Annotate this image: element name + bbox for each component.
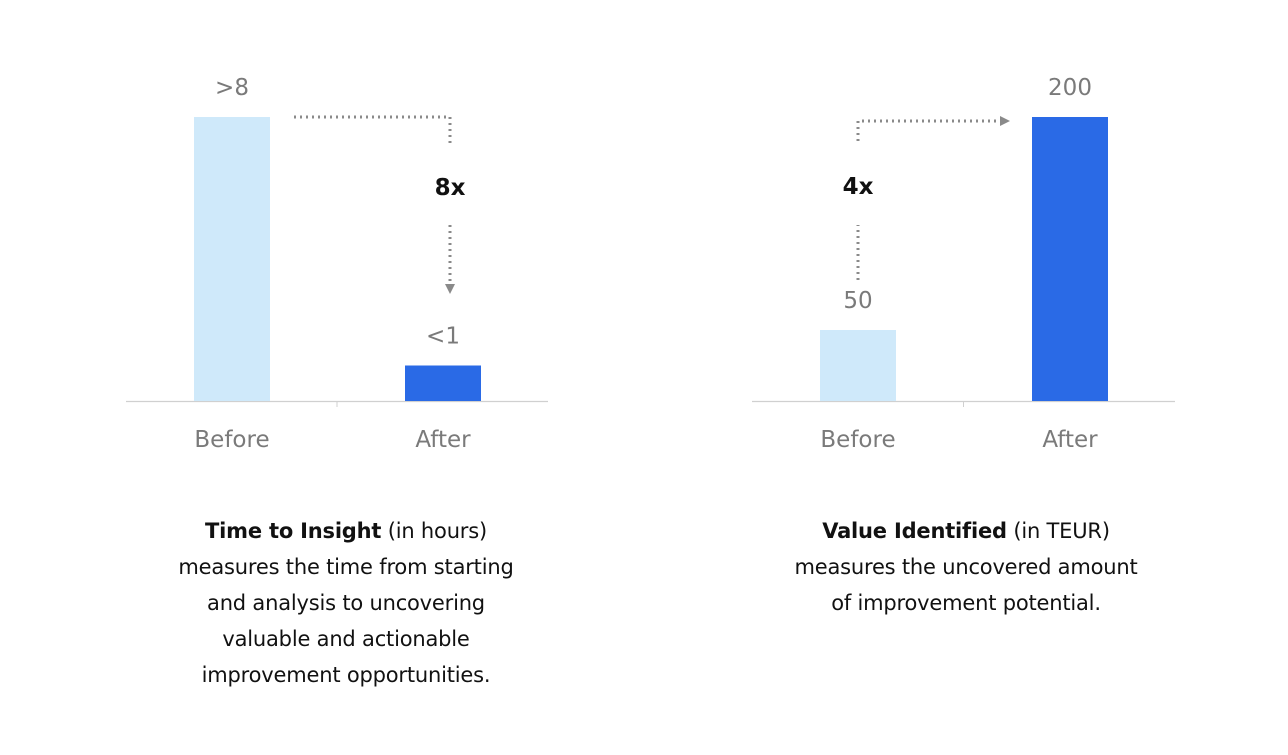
time-to-insight-tick-label-after: After [415, 427, 471, 453]
time-to-insight-bar-before [194, 117, 270, 401]
time-to-insight-data-label-before: >8 [215, 75, 249, 101]
time-to-insight-tick-label-before: Before [194, 427, 269, 453]
value-identified-factor-label: 4x [843, 174, 874, 200]
value-identified-heading: Value Identified (in TEUR) [736, 513, 1196, 549]
value-identified-caption: Value Identified (in TEUR) measures the … [736, 513, 1196, 621]
value-identified-tick-label-before: Before [820, 427, 895, 453]
value-identified-tick-label-after: After [1042, 427, 1098, 453]
time-to-insight-caption: Time to Insight (in hours) measures the … [126, 513, 566, 693]
value-identified-title: Value Identified [822, 519, 1007, 543]
time-to-insight-desc-line-2: and analysis to uncovering [207, 591, 485, 615]
time-to-insight-connector-arrow-top [294, 115, 452, 147]
value-identified-desc-line-1: measures the uncovered amount [794, 555, 1138, 579]
value-identified-data-label-before: 50 [843, 288, 872, 314]
time-to-insight-data-label-after: <1 [426, 324, 460, 350]
time-to-insight-desc-line-3: valuable and actionable [222, 627, 470, 651]
time-to-insight-heading: Time to Insight (in hours) [126, 513, 566, 549]
time-to-insight-desc-line-1: measures the time from starting [178, 555, 514, 579]
value-identified-unit: (in TEUR) [1013, 519, 1110, 543]
time-to-insight-bar-after [405, 365, 481, 401]
time-to-insight-unit: (in hours) [387, 519, 487, 543]
value-identified-bar-before [820, 330, 896, 401]
time-to-insight-desc-line-4: improvement opportunities. [201, 663, 491, 687]
value-identified-data-label-after: 200 [1048, 75, 1092, 101]
value-identified-desc-line-2: of improvement potential. [831, 591, 1101, 615]
value-identified-bar-after [1032, 117, 1108, 401]
time-to-insight-factor-label: 8x [435, 175, 466, 201]
time-to-insight-title: Time to Insight [205, 519, 382, 543]
value-identified-connector-arrow-top [856, 116, 1010, 141]
